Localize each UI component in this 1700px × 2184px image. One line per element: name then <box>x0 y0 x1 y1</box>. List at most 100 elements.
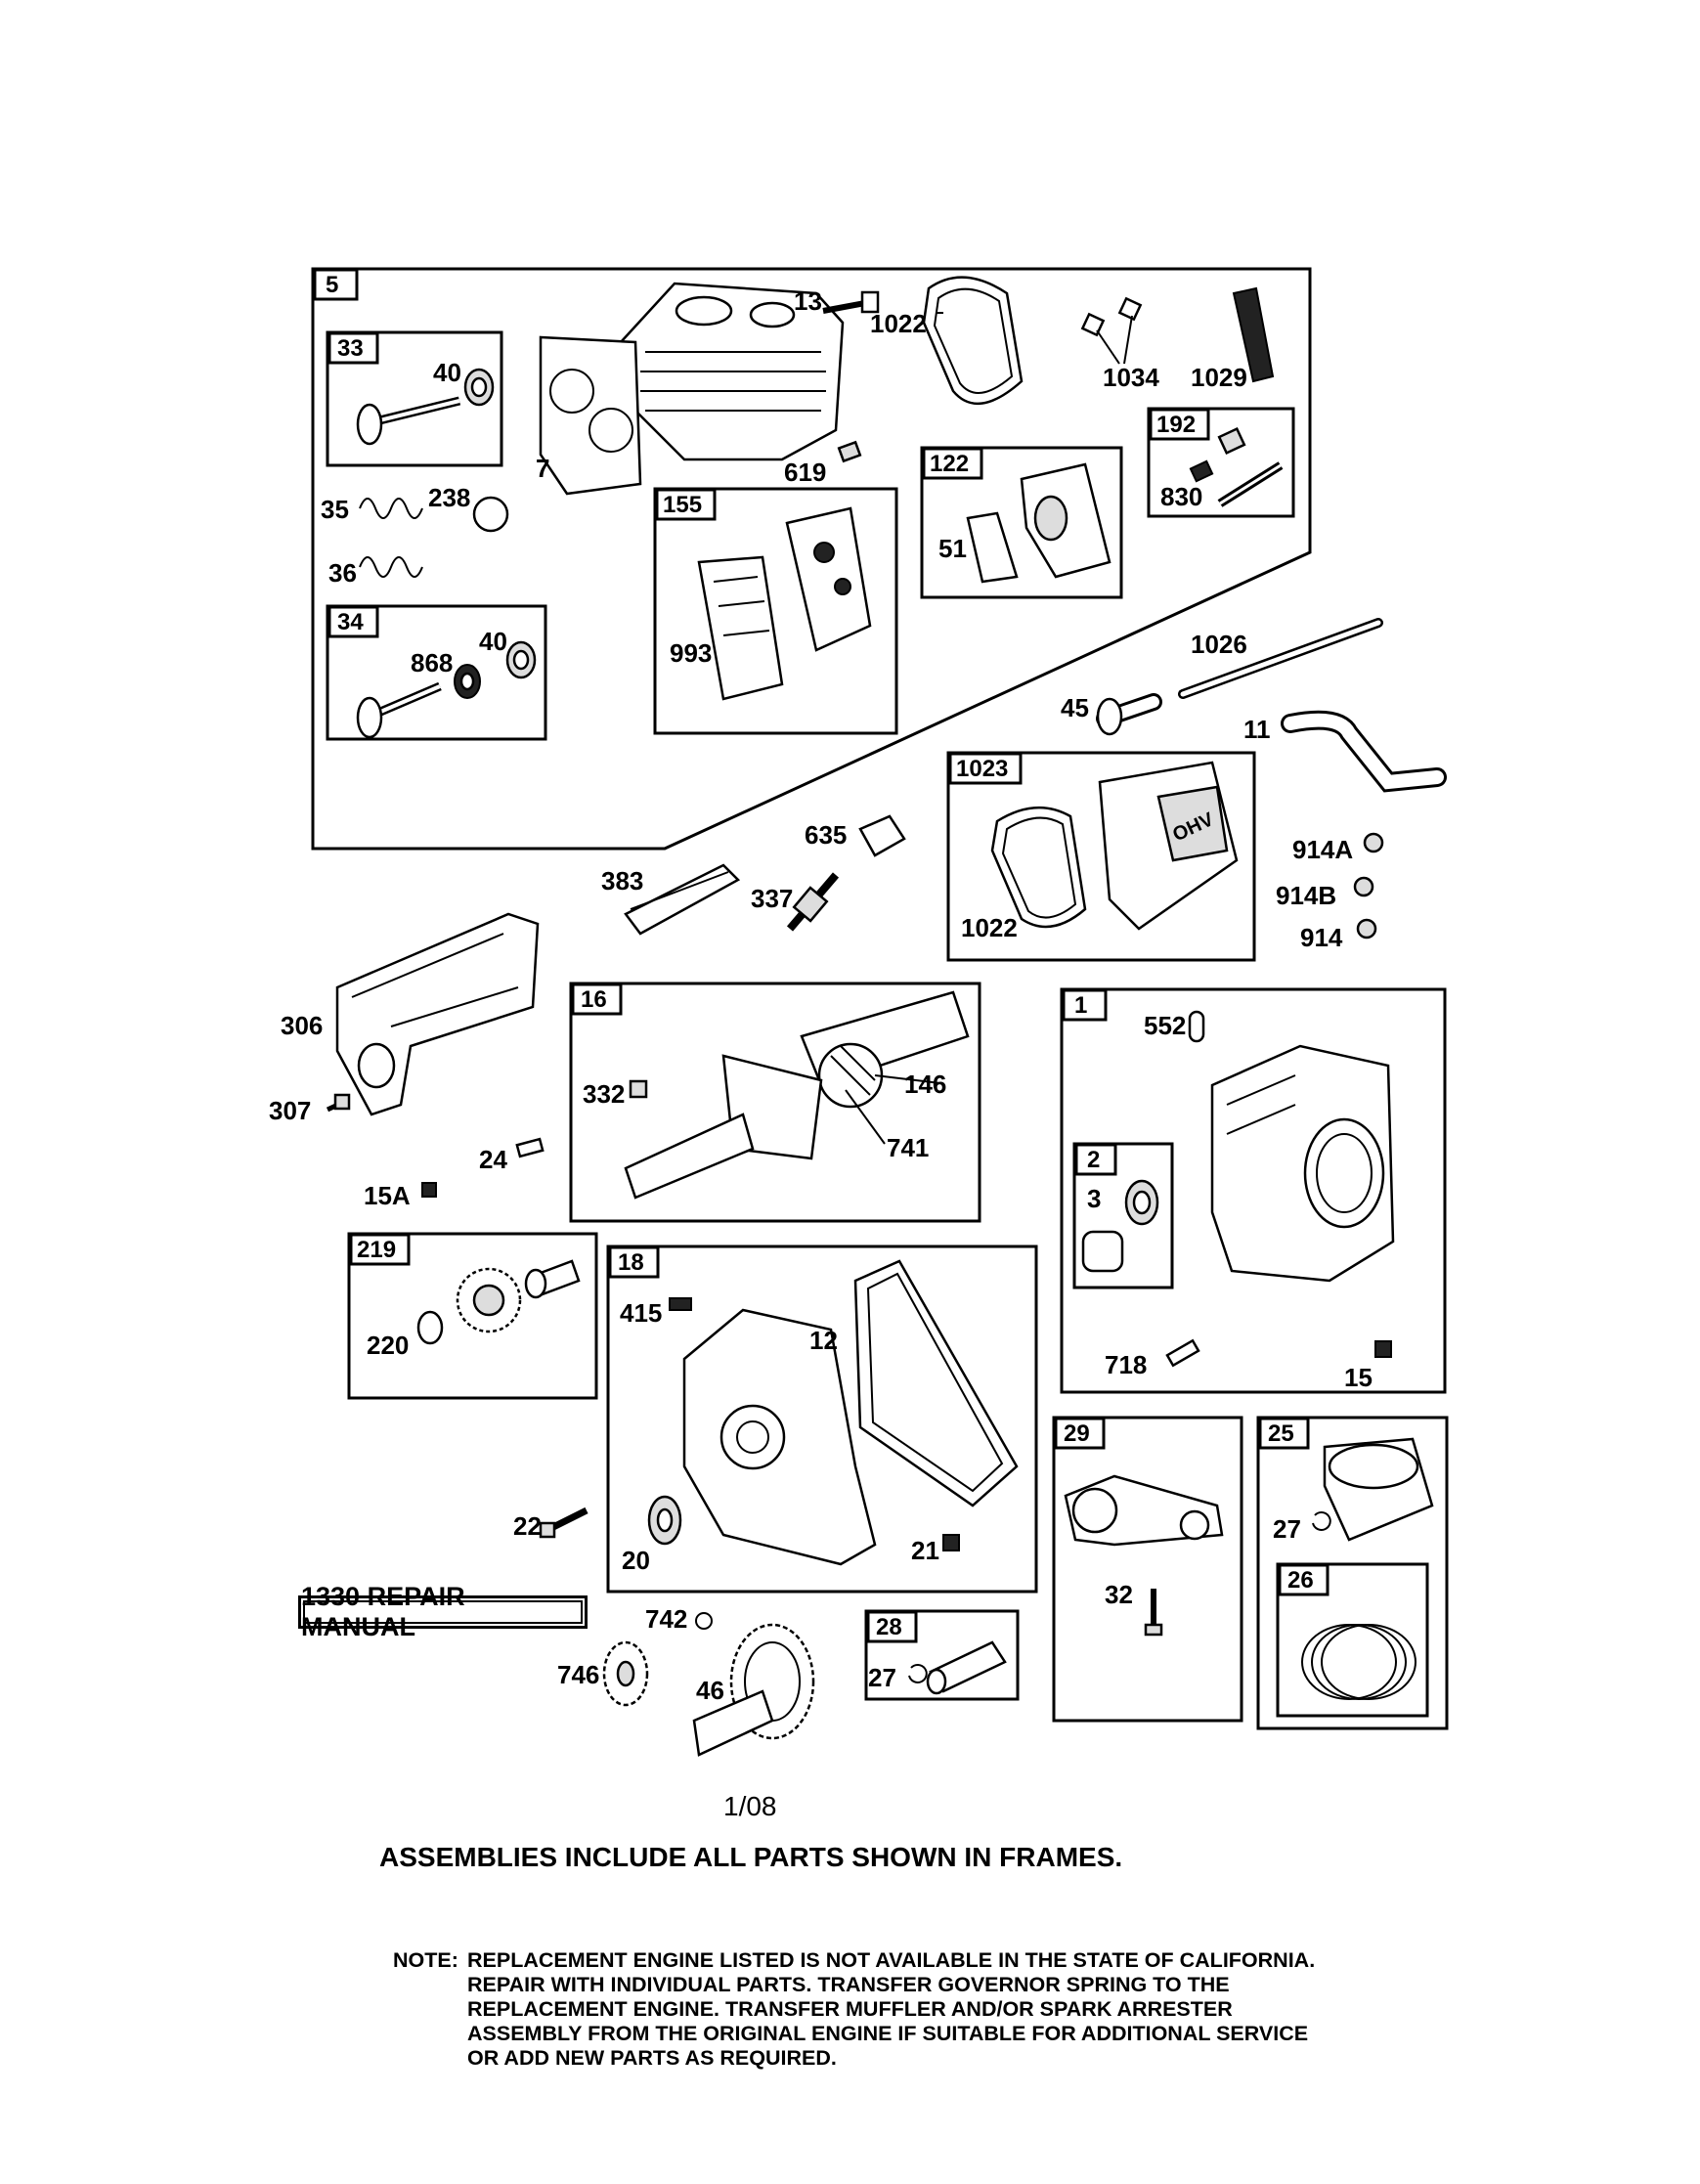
frame-tag-16: 16 <box>581 986 607 1013</box>
callout-labels: 13 1022 1034 1029 40 7 619 830 35 238 36… <box>269 286 1373 1705</box>
retaining-ring-icon <box>908 1663 928 1683</box>
governor-gear-icon <box>456 1267 522 1333</box>
breather-bolt-icon <box>837 440 862 463</box>
cover-gasket-icon <box>853 1259 1019 1507</box>
callout-21: 21 <box>911 1536 939 1565</box>
valve-cover-icon: OHV <box>1098 761 1239 931</box>
callout-238: 238 <box>428 483 470 512</box>
frame-tag-5: 5 <box>326 272 338 298</box>
manifold-gasket-icon <box>697 555 784 701</box>
callout-746: 746 <box>557 1660 599 1689</box>
note-line: ASSEMBLY FROM THE ORIGINAL ENGINE IF SUI… <box>467 2022 1309 2045</box>
note-line: REPAIR WITH INDIVIDUAL PARTS. TRANSFER G… <box>467 1973 1230 1996</box>
nut-icon <box>421 1182 437 1198</box>
valve-spring-icon <box>359 498 423 578</box>
intake-manifold-icon <box>785 506 872 652</box>
callout-51: 51 <box>938 534 967 563</box>
intake-valve-icon <box>356 396 461 446</box>
callout-12: 12 <box>809 1326 838 1355</box>
cylinder-block-icon <box>1210 1044 1395 1283</box>
frame-tag-34: 34 <box>337 609 364 635</box>
frame-16-crankshaft: 16 <box>569 982 981 1223</box>
frame-1-cylinder-block: 1 <box>1060 987 1447 1394</box>
frame-tag-25: 25 <box>1268 1420 1294 1447</box>
rocker-stud-icon <box>1189 426 1284 507</box>
timing-gear-icon <box>602 1640 649 1707</box>
exhaust-valve-icon <box>356 681 442 739</box>
frame-34-exhaust-valve: 34 <box>326 604 547 741</box>
push-rod-guide-icon <box>1096 693 1162 736</box>
callout-415: 415 <box>620 1298 662 1328</box>
callout-868: 868 <box>411 648 453 677</box>
leader-lines <box>845 312 1133 1145</box>
note-line: REPLACEMENT ENGINE. TRANSFER MUFFLER AND… <box>467 1997 1233 2021</box>
callout-718: 718 <box>1105 1350 1147 1379</box>
callout-993: 993 <box>670 638 712 668</box>
callout-1029: 1029 <box>1191 363 1247 392</box>
callout-15: 15 <box>1344 1363 1373 1392</box>
ignition-armature-icon <box>624 863 741 936</box>
callout-11: 11 <box>1243 715 1271 744</box>
frame-tag-28: 28 <box>876 1614 902 1640</box>
frame-28-piston-pin: 28 <box>864 1609 1020 1701</box>
assemblies-note: ASSEMBLIES INCLUDE ALL PARTS SHOWN IN FR… <box>379 1842 1123 1872</box>
housing-screw-icon <box>326 1093 351 1113</box>
frame-tag-192: 192 <box>1156 412 1196 438</box>
frame-5-cylinder-head-assembly: 5 <box>311 267 1312 851</box>
frame-tag-155: 155 <box>663 492 702 518</box>
cover-bolt-icon <box>539 1507 588 1539</box>
callout-383: 383 <box>601 866 643 895</box>
frame-tag-26: 26 <box>1287 1567 1314 1594</box>
callout-15A: 15A <box>364 1181 411 1210</box>
oil-seal-icon <box>647 1495 682 1546</box>
frame-25-piston: 25 <box>1256 1416 1449 1730</box>
callout-1034: 1034 <box>1103 363 1159 392</box>
frame-tag-33: 33 <box>337 335 364 362</box>
cylinder-head-icon <box>619 282 845 461</box>
bushing-icon <box>1081 1230 1124 1273</box>
note-text: REPLACEMENT ENGINE LISTED IS NOT AVAILAB… <box>467 1948 1347 2071</box>
callout-27: 27 <box>1273 1514 1301 1544</box>
valve-cover-gasket-icon <box>922 276 1024 406</box>
retaining-ring-icon <box>1312 1510 1331 1531</box>
frame-tag-18: 18 <box>618 1249 644 1276</box>
oil-seal-icon <box>1124 1179 1159 1226</box>
governor-screw-icon <box>669 1297 692 1311</box>
key-icon <box>515 1137 545 1158</box>
piston-pin-icon <box>926 1640 1007 1695</box>
valve-seal-icon <box>505 640 537 679</box>
callout-146: 146 <box>904 1070 946 1099</box>
note-line: OR ADD NEW PARTS AS REQUIRED. <box>467 2046 837 2070</box>
breather-gasket-icon <box>966 511 1019 584</box>
frame-tag-29: 29 <box>1064 1420 1090 1447</box>
crankshaft-icon <box>624 990 970 1200</box>
callout-1026: 1026 <box>1191 630 1247 659</box>
retaining-ring-icon <box>695 1612 713 1630</box>
callout-24: 24 <box>479 1145 507 1174</box>
callout-1022: 1022 <box>961 913 1018 942</box>
washer-icon <box>416 1310 444 1345</box>
valve-rotator-icon <box>454 664 481 699</box>
frame-tag-1023: 1023 <box>956 756 1008 782</box>
rocker-nut-icon <box>1080 296 1143 337</box>
callout-20: 20 <box>622 1546 650 1575</box>
frame-tag-122: 122 <box>930 451 969 477</box>
cover-gasket-icon <box>990 806 1087 929</box>
frame-122-breather: 122 <box>920 446 1123 599</box>
valve-cap-icon <box>472 496 509 533</box>
callout-220: 220 <box>367 1331 409 1360</box>
dowel-pin-icon <box>1165 1338 1200 1368</box>
drain-plug-icon <box>942 1534 960 1551</box>
callout-306: 306 <box>281 1011 323 1040</box>
callout-742: 742 <box>645 1604 687 1634</box>
push-rod-icon <box>1178 618 1383 699</box>
frame-33-intake-valve: 33 <box>326 330 503 467</box>
callout-35: 35 <box>321 495 349 524</box>
callout-830: 830 <box>1160 482 1202 511</box>
blower-housing-icon <box>335 912 540 1116</box>
crank-nut-icon <box>629 1079 648 1099</box>
callout-914: 914 <box>1300 923 1343 952</box>
callout-635: 635 <box>805 820 847 850</box>
frame-155-intake-manifold: 155 <box>653 487 898 735</box>
